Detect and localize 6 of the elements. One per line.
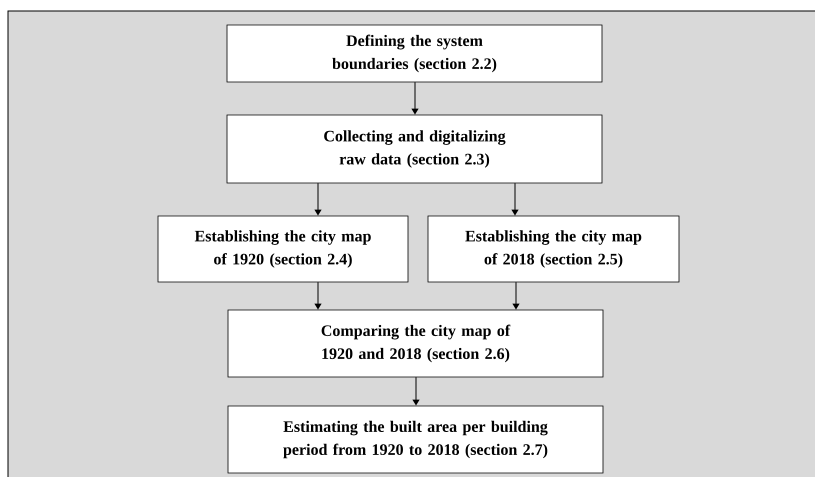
process-box: Establishing the city map of 2018 (section 2.5) xyxy=(428,216,680,282)
process-box: Collecting and digitalizing raw data (section 2.3) xyxy=(226,114,602,184)
process-box: Comparing the city map of 1920 and 2018 (section 2.6) xyxy=(228,310,604,378)
process-box: Establishing the city map of 1920 (section 2.4) xyxy=(158,216,408,282)
process-box: Estimating the built area per building period from 1920 to 2018 (section 2.7) xyxy=(228,406,604,474)
process-box: Defining the system boundaries (section 2.2) xyxy=(226,24,602,82)
